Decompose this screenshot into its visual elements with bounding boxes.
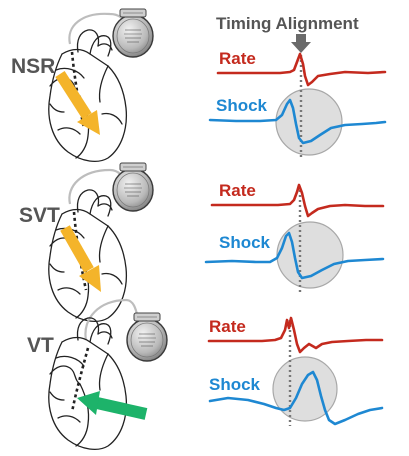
pacemaker-icd-device-icon: [126, 312, 168, 362]
shock-label: Shock: [219, 233, 271, 252]
timing-alignment-label: Timing Alignment: [216, 14, 359, 33]
rate-trace: [216, 52, 387, 87]
rate-label: Rate: [219, 181, 256, 200]
heart-outline-icon: [48, 317, 128, 451]
shock-timing-circle: [276, 221, 344, 289]
shock-trace: [204, 231, 385, 280]
vector-arrow-icon: [55, 71, 100, 135]
arrow-down-icon: [291, 34, 311, 53]
rate-trace: [210, 183, 385, 218]
row-label: SVT: [19, 204, 60, 227]
row-label: VT: [27, 334, 54, 357]
lead-electrode: [70, 51, 86, 129]
rate-label: Rate: [209, 317, 246, 336]
shock-trace: [208, 370, 384, 426]
shock-timing-circle: [275, 88, 343, 156]
heart-outline-icon: [48, 29, 128, 163]
shock-label: Shock: [216, 96, 268, 115]
row-nsr: NSR Rate Shock: [11, 8, 387, 163]
rate-label: Rate: [219, 49, 256, 68]
row-svt: SVT Rate Shock: [19, 162, 385, 323]
vector-arrow-icon: [77, 391, 148, 420]
row-label: NSR: [11, 55, 55, 78]
shock-timing-circle: [272, 356, 338, 422]
shock-trace: [208, 98, 387, 145]
pacemaker-icd-device-icon: [112, 162, 154, 212]
lead-wire: [84, 298, 140, 341]
row-vt: VT Rate Shock: [27, 298, 384, 451]
lead-electrode: [70, 347, 90, 413]
vector-arrow-icon: [60, 225, 101, 292]
rate-trace: [207, 316, 384, 354]
shock-label: Shock: [209, 375, 261, 394]
